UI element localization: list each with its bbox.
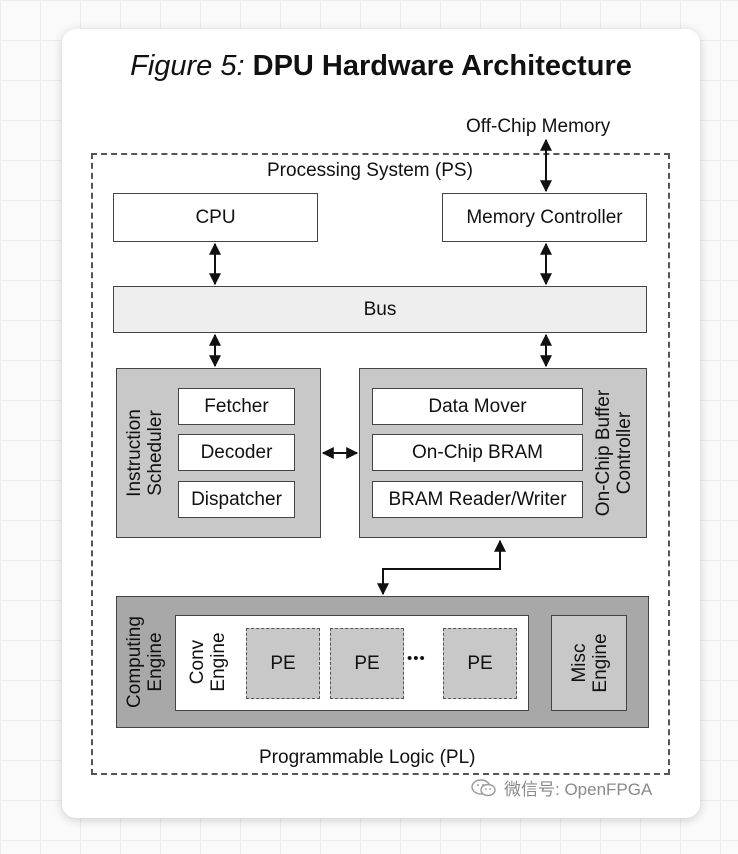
processing-system-label: Processing System (PS) — [267, 160, 473, 181]
memory-controller-block: Memory Controller — [442, 193, 647, 242]
figure-title-main: DPU Hardware Architecture — [252, 50, 632, 82]
cpu-label: CPU — [195, 206, 236, 228]
figure-title-prefix: Figure 5: — [130, 50, 245, 82]
watermark-text: 微信号: OpenFPGA — [504, 780, 653, 799]
pe-block-2: PE — [330, 628, 404, 699]
misc-engine-label: Misc Engine — [569, 633, 611, 693]
figure-title: Figure 5: DPU Hardware Architecture — [62, 48, 700, 84]
wechat-icon — [471, 778, 496, 796]
memory-controller-label: Memory Controller — [466, 206, 623, 228]
data-mover-block: Data Mover — [372, 388, 583, 425]
on-chip-buffer-controller-label: On-Chip Buffer Controller — [593, 389, 635, 517]
programmable-logic-label: Programmable Logic (PL) — [259, 747, 476, 768]
pe-block-n: PE — [443, 628, 517, 699]
off-chip-memory-label: Off-Chip Memory — [466, 116, 611, 137]
computing-engine-label: Computing Engine — [124, 616, 166, 708]
cpu-block: CPU — [113, 193, 318, 242]
pe-block-1: PE — [246, 628, 320, 699]
bus-block: Bus — [113, 286, 647, 333]
dpu-system-boundary — [91, 153, 670, 775]
on-chip-bram-block: On-Chip BRAM — [372, 434, 583, 471]
data-mover-label: Data Mover — [428, 395, 527, 417]
bus-label: Bus — [363, 298, 397, 320]
instruction-scheduler-label: Instruction Scheduler — [124, 409, 166, 497]
decoder-block: Decoder — [178, 434, 295, 471]
dispatcher-label: Dispatcher — [191, 488, 282, 510]
bram-reader-writer-block: BRAM Reader/Writer — [372, 481, 583, 518]
conv-engine-label: Conv Engine — [187, 632, 229, 692]
decoder-label: Decoder — [200, 441, 273, 463]
bram-reader-writer-label: BRAM Reader/Writer — [388, 488, 567, 510]
fetcher-label: Fetcher — [204, 395, 269, 417]
misc-engine-block — [551, 615, 627, 711]
dispatcher-block: Dispatcher — [178, 481, 295, 518]
pe-ellipsis: ••• — [407, 650, 426, 667]
watermark: 微信号: OpenFPGA — [470, 775, 652, 800]
fetcher-block: Fetcher — [178, 388, 295, 425]
on-chip-bram-label: On-Chip BRAM — [412, 441, 543, 463]
